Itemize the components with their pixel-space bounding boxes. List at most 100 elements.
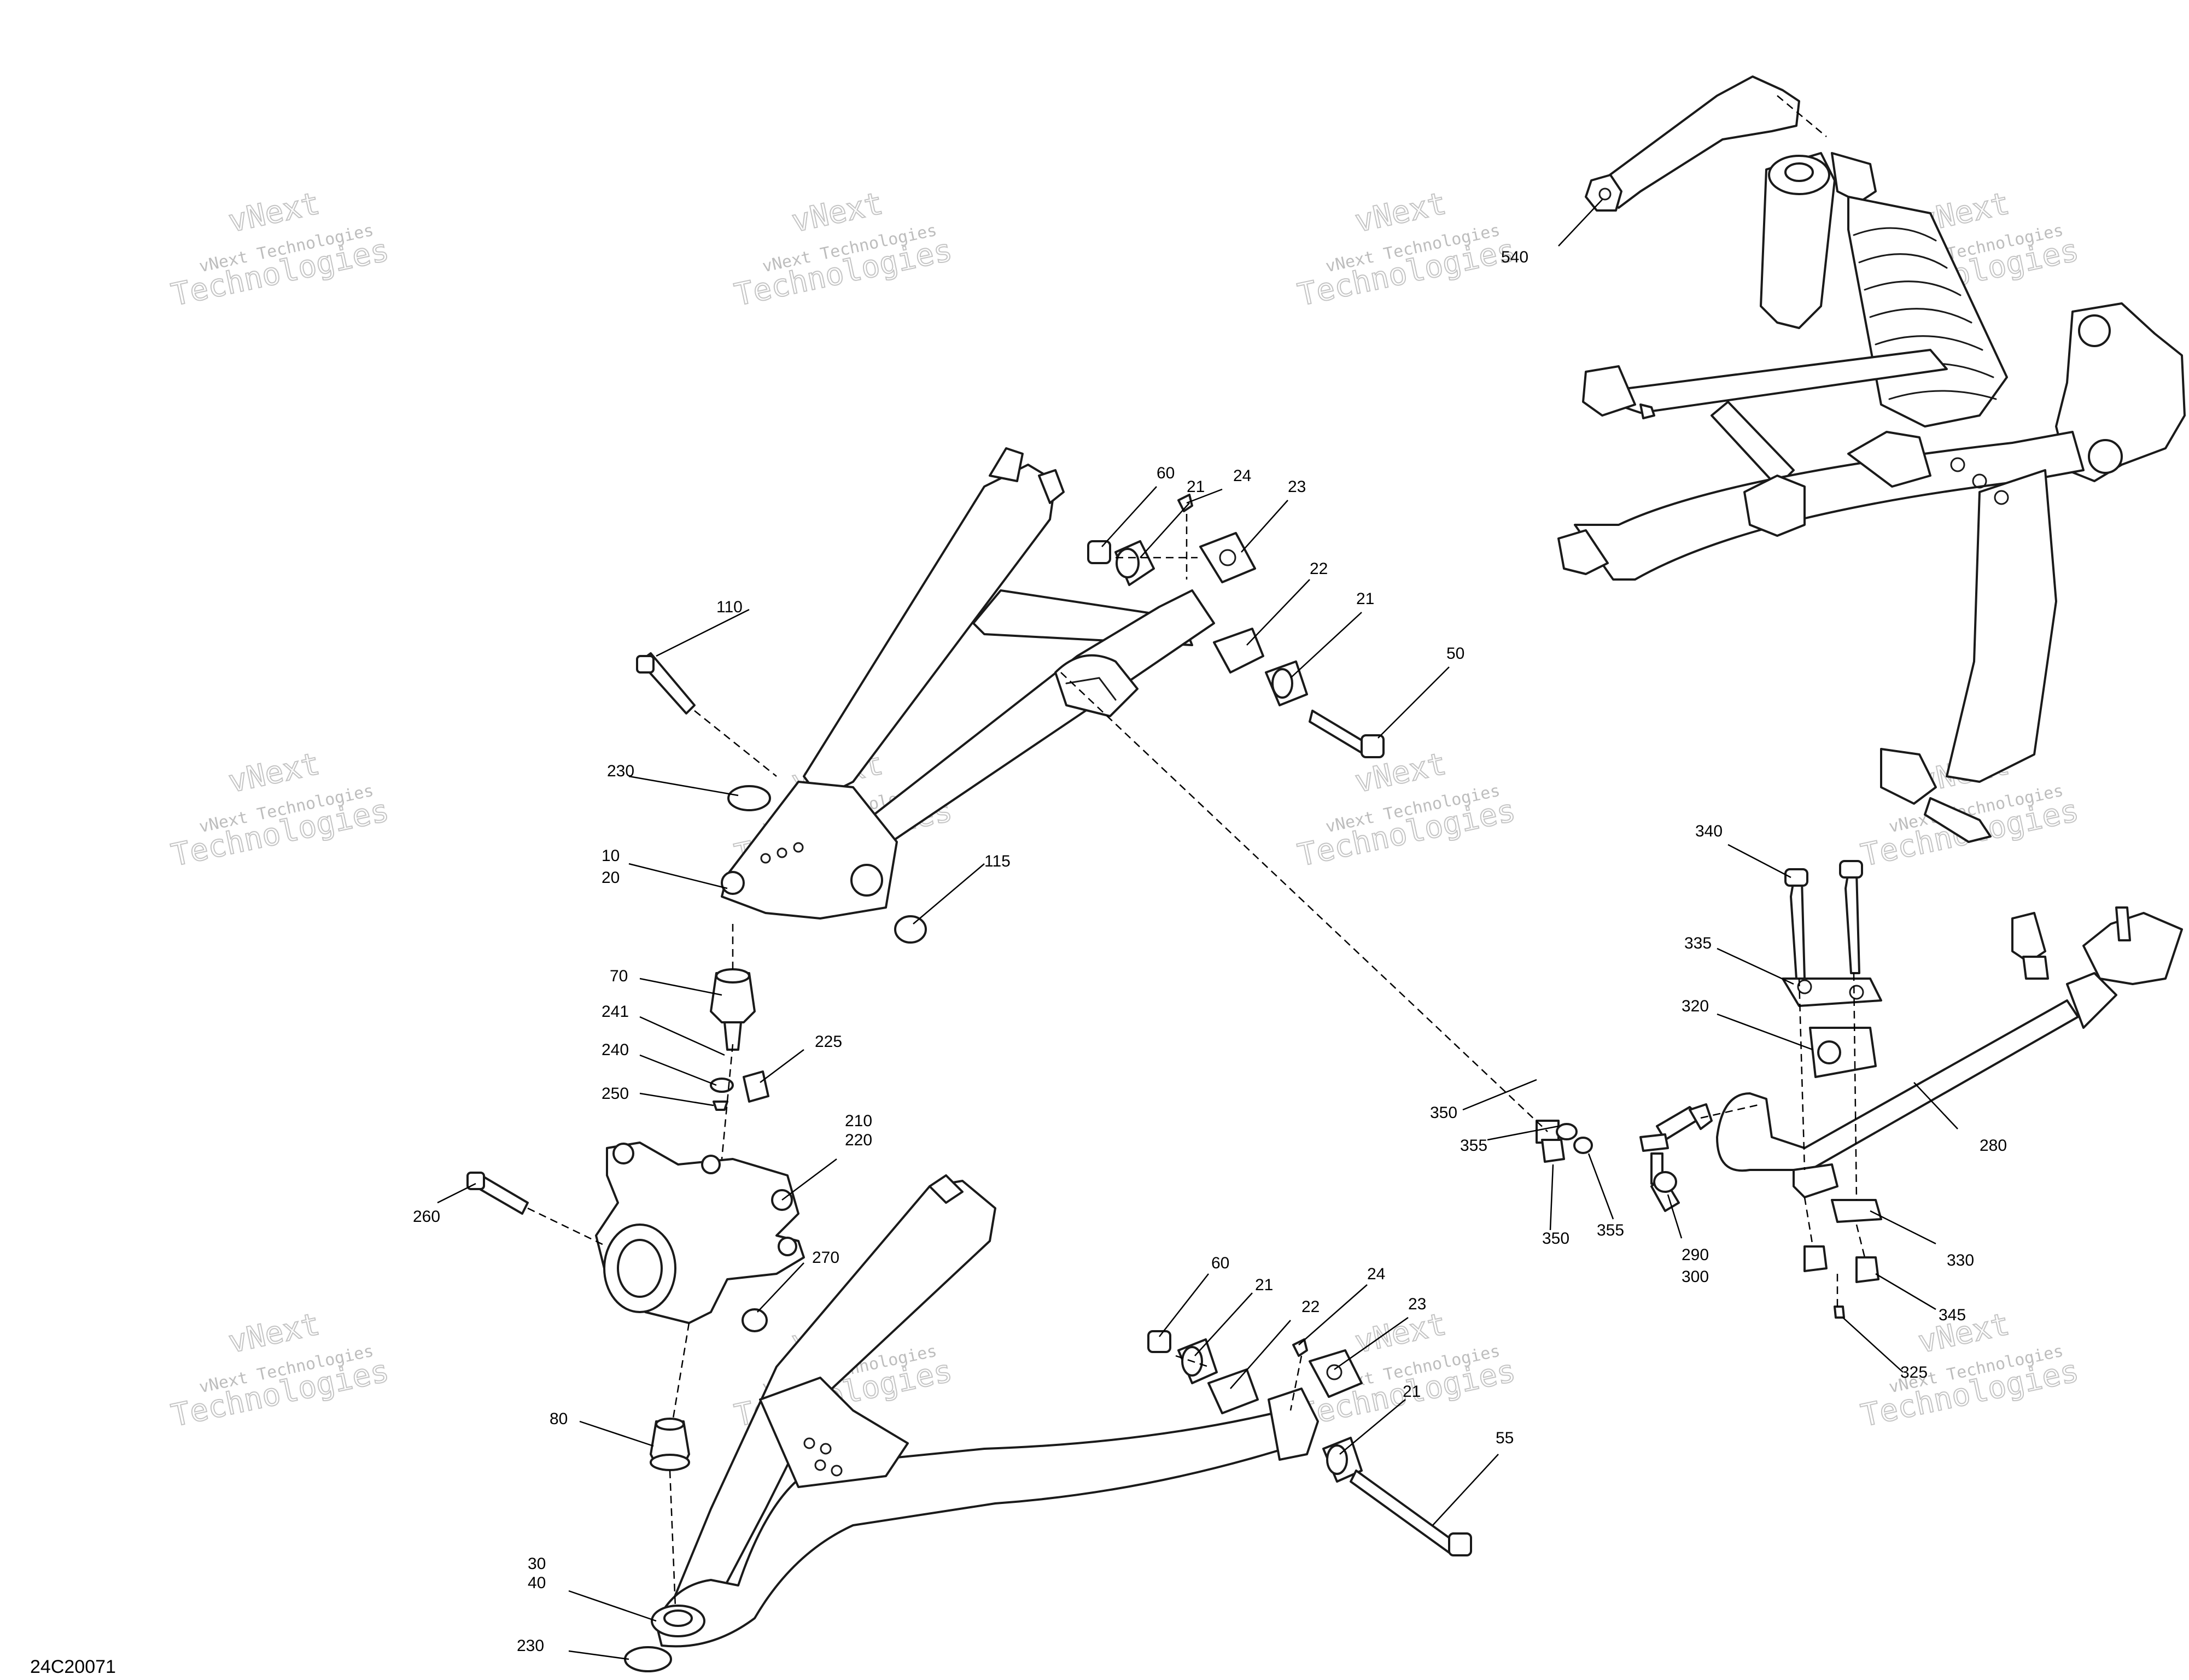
callout-label: 290 — [1682, 1246, 1709, 1264]
overview-lower-arm — [1574, 431, 2085, 581]
callout-label: 345 — [1939, 1306, 1966, 1324]
callout-label: 240 — [602, 1041, 629, 1059]
overview-knuckle — [2055, 302, 2186, 482]
callout-label: 350 — [1430, 1104, 1457, 1122]
callout-label: 23 — [1288, 478, 1306, 496]
svg-text:vNext: vNext — [225, 746, 323, 800]
bracket-330 — [1793, 1163, 1838, 1198]
callout-label: 80 — [550, 1410, 568, 1428]
ball-joint-upper — [710, 968, 769, 1111]
svg-text:vNext: vNext — [1352, 186, 1449, 240]
callout-label: 250 — [602, 1085, 629, 1103]
callout-label: 325 — [1900, 1363, 1928, 1382]
callout-labels: 540 60 21 24 23 22 21 50 110 230 10 20 1… — [413, 248, 2007, 1655]
nut-270 — [742, 1308, 768, 1332]
clamp-335 — [1782, 977, 1882, 1007]
ring-230-upper — [727, 785, 771, 811]
nut-345-b — [1855, 1256, 1879, 1283]
washer-23-upper — [1199, 532, 1256, 583]
upper-arm-hardware — [636, 494, 1385, 944]
callout-label: 30 — [528, 1555, 546, 1573]
washer-355-b — [1573, 1137, 1593, 1154]
sleeve-22-upper — [1213, 628, 1264, 674]
watermarks: vNext vNext Technologies Technologies vN… — [168, 185, 2082, 1435]
svg-text:vNext: vNext — [789, 186, 886, 240]
callout-label: 24 — [1367, 1265, 1385, 1283]
callout-label: 10 — [602, 847, 620, 865]
callout-label: 210 — [845, 1112, 872, 1130]
nut-350-b — [1541, 1139, 1565, 1163]
svg-text:vNext: vNext — [1352, 1307, 1449, 1361]
grease-fitting-24-lower — [1292, 1338, 1308, 1357]
callout-label: 540 — [1501, 248, 1528, 266]
sleeve-225 — [743, 1070, 769, 1103]
reference-code: 24C20071 — [30, 1656, 116, 1677]
watermark: vNext vNext Technologies Technologies — [1294, 746, 1519, 874]
nut-60-upper — [1087, 540, 1111, 564]
watermark: vNext vNext Technologies Technologies — [168, 1306, 393, 1435]
callout-label: 70 — [610, 967, 628, 985]
callout-label: 280 — [1980, 1137, 2007, 1155]
callout-label: 23 — [1408, 1295, 1426, 1313]
washer-240 — [710, 1078, 734, 1093]
callout-label: 335 — [1684, 934, 1712, 952]
bolt-55 — [1350, 1470, 1456, 1554]
callout-label: 55 — [1496, 1429, 1514, 1447]
callout-label: 60 — [1157, 464, 1175, 482]
callout-label: 110 — [716, 598, 743, 616]
grease-fitting-24-upper — [1177, 494, 1193, 512]
callout-label: 40 — [528, 1574, 546, 1592]
callout-label: 350 — [1542, 1230, 1569, 1248]
nut-115 — [894, 915, 927, 944]
callout-label: 340 — [1695, 822, 1723, 840]
callout-label: 230 — [517, 1637, 544, 1655]
watermark: vNext vNext Technologies Technologies — [168, 185, 393, 314]
bushing-320 — [1809, 1027, 1877, 1078]
upper-bracket — [1590, 75, 1800, 209]
callout-label: 300 — [1682, 1268, 1709, 1286]
overview-assembly — [1557, 75, 2186, 843]
sleeve-22-lower — [1207, 1368, 1259, 1414]
callout-label: 320 — [1682, 997, 1709, 1015]
svg-text:vNext: vNext — [225, 186, 323, 240]
callout-label: 355 — [1597, 1221, 1624, 1239]
grease-fitting-325 — [1834, 1306, 1845, 1319]
ring-230-lower — [624, 1646, 672, 1672]
callout-label: 21 — [1356, 590, 1374, 608]
callout-label: 50 — [1446, 645, 1464, 663]
callout-label: 260 — [413, 1208, 440, 1226]
callout-label: 60 — [1211, 1254, 1229, 1272]
watermark: vNext vNext Technologies Technologies — [1294, 185, 1519, 314]
callout-label: 115 — [984, 852, 1011, 870]
bolt-340-b — [1844, 871, 1860, 974]
watermark: vNext vNext Technologies Technologies — [168, 746, 393, 874]
callout-label: 20 — [602, 869, 620, 887]
callout-label: 270 — [812, 1249, 839, 1267]
callout-label: 22 — [1301, 1298, 1320, 1316]
stabilizer-bar-assembly — [1536, 860, 2183, 1319]
washer-355-a — [1556, 1123, 1578, 1140]
callout-label: 241 — [602, 1003, 629, 1021]
callout-label: 330 — [1947, 1251, 1974, 1269]
callout-label: 225 — [815, 1033, 842, 1051]
svg-text:vNext: vNext — [225, 1307, 323, 1361]
callout-label: 230 — [607, 762, 634, 780]
watermark: vNext vNext Technologies Technologies — [731, 185, 956, 314]
callout-label: 24 — [1233, 467, 1251, 485]
upper-a-arm — [721, 447, 1215, 920]
nut-60-lower — [1147, 1330, 1171, 1353]
callout-label: 220 — [845, 1131, 872, 1149]
stabilizer-bar-280 — [1716, 999, 2079, 1172]
callout-label: 22 — [1310, 560, 1328, 578]
lower-a-arm — [651, 1174, 1319, 1648]
leader-lines — [437, 199, 1958, 1660]
callout-label: 355 — [1460, 1137, 1487, 1155]
washer-23-lower — [1309, 1349, 1363, 1398]
bolt-50 — [1309, 710, 1368, 756]
callout-label: 21 — [1187, 478, 1205, 496]
assembly-lines — [527, 95, 1866, 1608]
callout-label: 21 — [1255, 1276, 1273, 1294]
bolt-340-a — [1790, 879, 1806, 980]
callout-label: 21 — [1403, 1383, 1421, 1401]
